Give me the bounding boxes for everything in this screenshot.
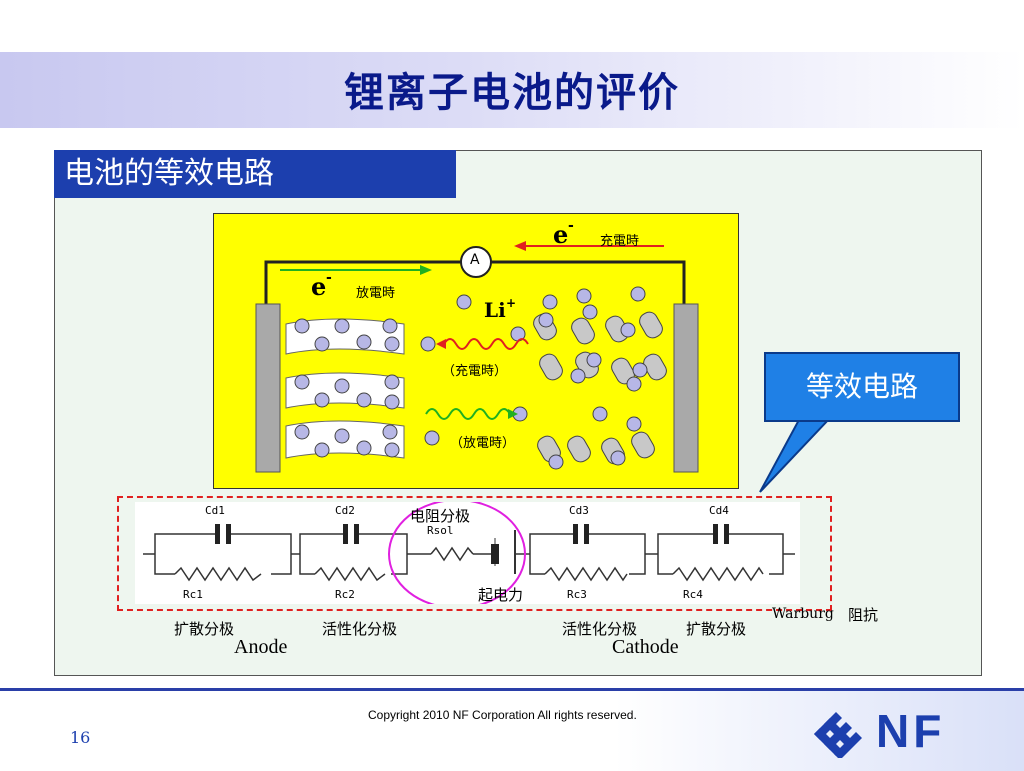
- nf-logo-text: NF: [876, 705, 946, 757]
- equivalent-circuit: Cd1 Cd2 Cd3 Cd4 Rc1 Rc2 Rc3 Rc4 Rsol: [135, 499, 800, 609]
- discharge-label: 放電時: [356, 286, 396, 301]
- electron-charge-sup: -: [568, 218, 574, 234]
- battery-diagram: A e - 充電時 e - 放電時 Li + （充電時） （放電時）: [213, 213, 739, 489]
- cd4-label: Cd4: [709, 504, 729, 517]
- charge-label: 充電時: [600, 234, 640, 249]
- rc4-label: Rc4: [683, 588, 703, 601]
- diffusion-polarization-left: 扩散分极: [174, 620, 235, 638]
- activation-polarization-left: 活性化分极: [322, 620, 398, 638]
- ammeter-label: A: [470, 252, 480, 268]
- equivalent-circuit-callout: 等效电路: [764, 352, 960, 422]
- electron-discharge-sup: -: [326, 270, 332, 286]
- electron-charge-symbol: e: [553, 220, 569, 249]
- ammeter-icon: [460, 246, 492, 278]
- rc2-label: Rc2: [335, 588, 355, 601]
- resistance-polarization-label: 电阻分极: [410, 507, 471, 525]
- circuit-dashed-box: [117, 496, 832, 611]
- discharge-paren-label: （放電時）: [450, 436, 516, 451]
- li-ion-sup: +: [506, 296, 517, 310]
- page-number: 16: [70, 728, 91, 747]
- nf-logo: NF: [810, 705, 1000, 760]
- charge-paren-label: （充電時）: [442, 364, 508, 379]
- anode-electrode: [255, 303, 281, 473]
- footer-band: [0, 688, 1024, 771]
- cathode-label: Cathode: [612, 636, 679, 658]
- warburg-suffix: 阻抗: [848, 606, 879, 624]
- emf-label: 起电力: [478, 586, 524, 604]
- rc3-label: Rc3: [567, 588, 587, 601]
- cd1-label: Cd1: [205, 504, 225, 517]
- panel-header: 电池的等效电路: [54, 150, 456, 198]
- title-band: [0, 52, 1024, 128]
- slide-title: 锂离子电池的评价: [344, 70, 680, 116]
- warburg-label: Warburg: [772, 606, 834, 622]
- battery-diagram-graphic: [255, 241, 699, 473]
- activation-polarization-right: 活性化分极: [562, 620, 638, 638]
- rc1-label: Rc1: [183, 588, 203, 601]
- electron-discharge-symbol: e: [311, 272, 327, 301]
- diffusion-polarization-right: 扩散分极: [686, 620, 747, 638]
- cd2-label: Cd2: [335, 504, 355, 517]
- copyright-text: Copyright 2010 NF Corporation All rights…: [368, 708, 637, 722]
- nf-logo-icon: [814, 712, 862, 760]
- cd3-label: Cd3: [569, 504, 589, 517]
- anode-label: Anode: [234, 636, 288, 658]
- li-ion-label: Li: [484, 298, 506, 322]
- rsol-label: Rsol: [427, 524, 454, 537]
- cathode-electrode: [673, 303, 699, 473]
